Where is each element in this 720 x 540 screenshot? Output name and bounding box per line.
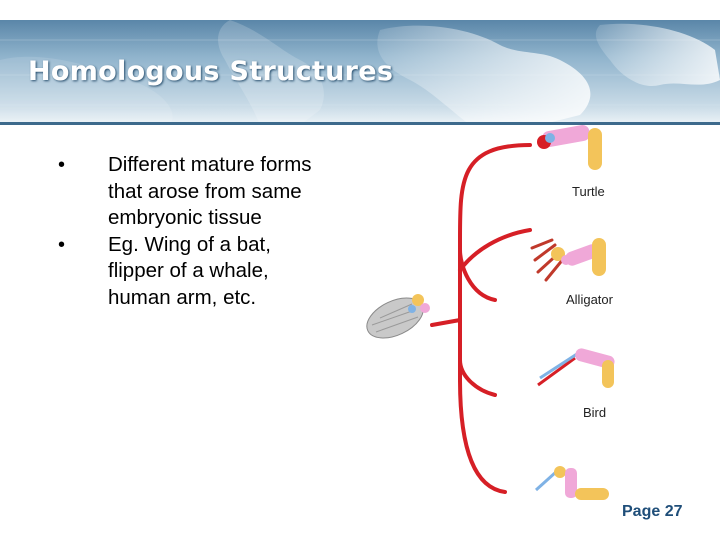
- bird-limb-illustration: [537, 348, 615, 388]
- bullet-item: • Different mature forms that arose from…: [50, 152, 320, 232]
- label-turtle: Turtle: [572, 184, 605, 199]
- header-banner: [0, 0, 720, 125]
- bullet-list: • Different mature forms that arose from…: [50, 152, 320, 311]
- bullet-text: Different mature forms that arose from s…: [108, 153, 312, 229]
- ancestral-fin-illustration: [366, 294, 430, 339]
- evolution-branches: [430, 143, 532, 494]
- bullet-item: • Eg. Wing of a bat, flipper of a whale,…: [50, 232, 320, 312]
- homology-diagram: Turtle Alligator Bird: [360, 120, 720, 500]
- banner-divider: [0, 122, 720, 125]
- label-bird: Bird: [583, 405, 607, 420]
- bullet-text: Eg. Wing of a bat, flipper of a whale, h…: [108, 232, 271, 309]
- limb-illustration: [366, 125, 615, 500]
- alligator-limb-illustration: [530, 238, 606, 282]
- turtle-limb-illustration: [537, 125, 602, 170]
- bullet-marker: •: [58, 154, 66, 176]
- bullet-marker: •: [58, 233, 66, 256]
- human-limb-illustration: [534, 466, 609, 500]
- slide-title: Homologous Structures: [28, 56, 394, 87]
- page-number: Page 27: [622, 503, 683, 520]
- label-alligator: Alligator: [566, 292, 613, 307]
- world-map-graphic: [0, 20, 720, 125]
